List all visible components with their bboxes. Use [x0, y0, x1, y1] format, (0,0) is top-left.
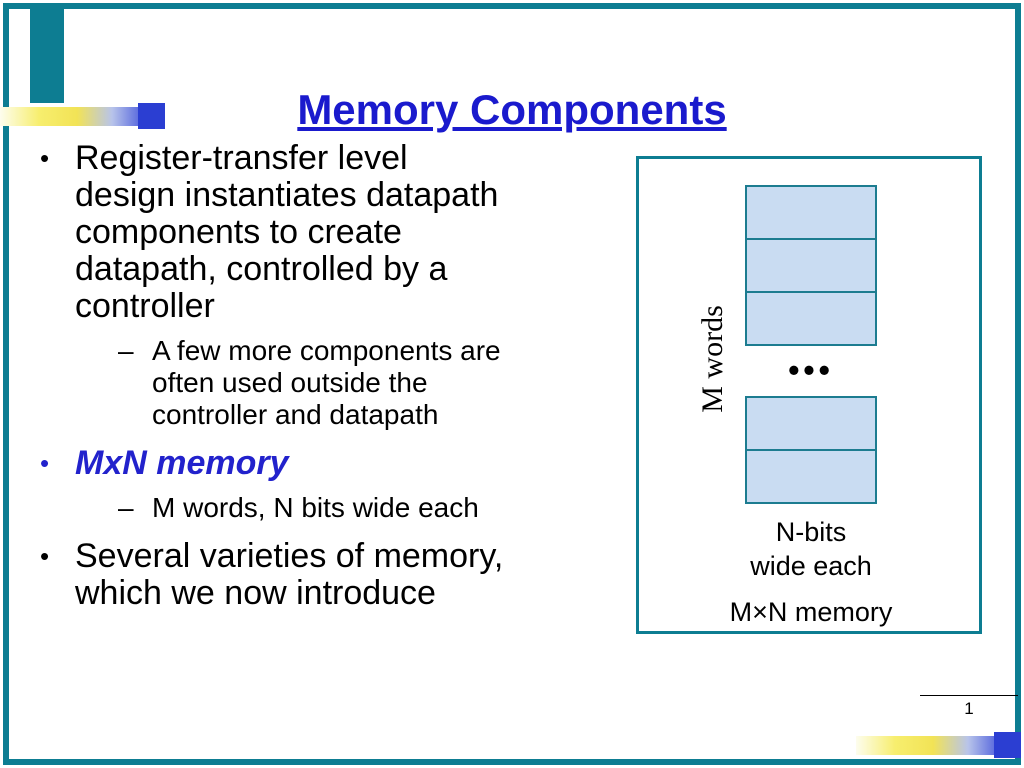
memory-word-cell — [745, 449, 877, 504]
slide-title: Memory Components — [297, 86, 727, 134]
top-left-gradient-bar — [0, 107, 140, 126]
sub-bullet-text: M words, N bits wide each — [152, 492, 479, 523]
bullet-item: • Several varieties of memory, which we … — [40, 538, 560, 612]
bullet-marker: • — [40, 541, 50, 571]
sub-bullet-item: – A few more components are often used o… — [118, 335, 560, 431]
bullet-text: Register-transfer level design instantia… — [75, 139, 499, 325]
top-left-teal-bar — [30, 4, 64, 103]
bullet-item: • MxN memory — [40, 445, 560, 482]
bullet-marker: • — [40, 143, 50, 173]
memory-word-cell — [745, 238, 877, 293]
n-bits-label: N-bits wide each — [679, 515, 943, 583]
bullet-text: Several varieties of memory, which we no… — [75, 537, 504, 612]
sub-bullet-text: A few more components are often used out… — [152, 335, 501, 430]
bullet-marker: • — [40, 448, 50, 478]
page-number-value: 1 — [964, 699, 974, 718]
memory-word-cell — [745, 185, 877, 240]
top-left-blue-block — [138, 103, 165, 129]
ellipsis-dots: ••• — [788, 352, 834, 388]
bullet-text: MxN memory — [75, 444, 289, 482]
memory-words-stack-bottom — [745, 396, 877, 504]
diagram-caption: M×N memory — [729, 597, 893, 627]
memory-word-cell — [745, 291, 877, 346]
bottom-right-blue-block — [994, 732, 1021, 758]
memory-word-cell — [745, 396, 877, 451]
page-number: 1 — [920, 695, 1018, 719]
memory-diagram: M words ••• N-bits wide each M×N memory — [636, 156, 982, 634]
n-bits-label-line1: N-bits — [775, 517, 847, 547]
sub-bullet-marker: – — [118, 335, 134, 366]
memory-words-stack-top — [745, 185, 877, 346]
m-words-label: M words — [696, 305, 729, 413]
bullet-item: • Register-transfer level design instant… — [40, 140, 560, 325]
sub-bullet-marker: – — [118, 492, 134, 523]
sub-bullet-item: – M words, N bits wide each — [118, 492, 560, 524]
bottom-right-gradient-bar — [856, 736, 996, 755]
bullet-list: • Register-transfer level design instant… — [40, 140, 560, 622]
n-bits-label-line2: wide each — [750, 551, 872, 581]
